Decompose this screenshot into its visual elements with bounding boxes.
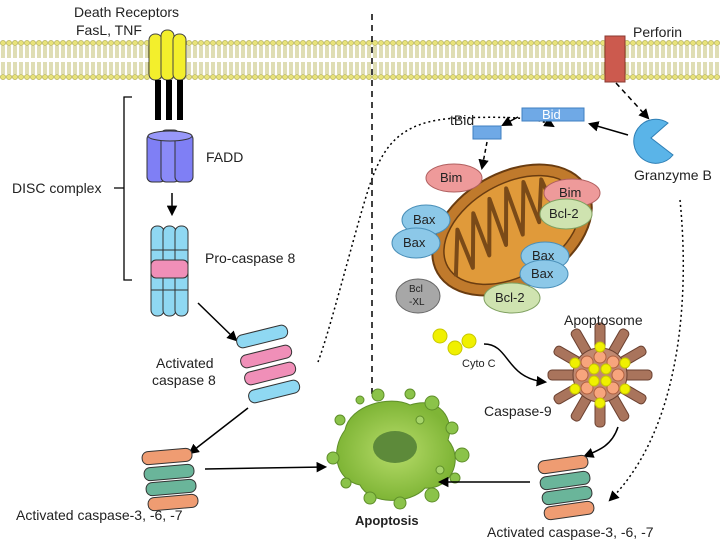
label-disc-complex: DISC complex (12, 180, 102, 196)
effector-caspases-right (537, 454, 595, 521)
fadd-protein (146, 129, 194, 183)
granzyme-b-protein (633, 118, 674, 164)
cytoc-to-apoptosome-arrow (483, 343, 548, 387)
caspase8-to-effector-arrow (188, 407, 249, 455)
perforin-to-granzyme-arrow (615, 82, 650, 120)
label-apoptosis: Apoptosis (355, 513, 419, 528)
label-bax-4: Bax (531, 266, 554, 281)
bid-to-tbid-arrow (501, 116, 519, 126)
label-caspase-9: Caspase-9 (484, 403, 552, 419)
granzyme-to-bid-arrow (587, 121, 629, 136)
perforin-protein (604, 35, 626, 83)
label-bclxl-line1: Bcl (409, 284, 423, 295)
label-bid: Bid (542, 107, 561, 122)
pro-caspase-8 (150, 225, 189, 317)
apoptosome (547, 322, 653, 428)
apoptotic-cell (326, 388, 470, 510)
caspase8-to-bid-dotted (317, 116, 555, 363)
label-activated-caspase-367-left: Activated caspase-3, -6, -7 (16, 507, 183, 523)
label-pro-caspase-8: Pro-caspase 8 (205, 250, 296, 266)
cytochrome-c (432, 328, 477, 356)
label-perforin: Perforin (633, 24, 683, 40)
label-bax-1: Bax (413, 212, 436, 227)
label-granzyme-b: Granzyme B (634, 167, 712, 183)
bcl2-upper (539, 198, 593, 230)
bcl2-lower (483, 282, 541, 314)
cell-membrane (0, 40, 720, 80)
label-bax-2: Bax (403, 235, 426, 250)
procaspase-to-active-arrow (197, 302, 238, 342)
apoptosome-to-effector-arrow (583, 426, 619, 458)
label-fasl-tnf: FasL, TNF (76, 22, 142, 38)
disc-bracket (114, 96, 132, 281)
bid-protein (521, 107, 585, 122)
label-bclxl-line2: -XL (409, 297, 425, 308)
label-activated-caspase-8-line1: Activated (156, 355, 214, 371)
label-apoptosome: Apoptosome (564, 312, 643, 328)
bclxl-protein (395, 278, 441, 314)
label-tbid: tBid (450, 112, 475, 128)
left-effector-to-apoptosis-arrow (204, 461, 328, 473)
label-death-receptors: Death Receptors (74, 4, 180, 20)
death-receptor (148, 29, 187, 120)
label-cyto-c: Cyto C (462, 358, 496, 370)
label-fadd: FADD (206, 149, 244, 165)
activated-caspase-8 (236, 324, 301, 404)
tbid-protein (472, 125, 502, 140)
label-bim-left: Bim (440, 170, 463, 185)
bax-2 (391, 227, 441, 259)
label-bcl2-upper: Bcl-2 (549, 206, 579, 221)
label-bcl2-lower: Bcl-2 (495, 290, 525, 305)
label-activated-caspase-8-line2: caspase 8 (152, 372, 216, 388)
tbid-to-mito-arrow (478, 141, 489, 171)
label-bax-3: Bax (532, 248, 555, 263)
label-bim-right: Bim (559, 185, 582, 200)
bim-left (425, 163, 483, 193)
label-activated-caspase-367-right: Activated caspase-3, -6, -7 (487, 524, 654, 540)
effector-caspases-left (141, 447, 199, 512)
granzyme-to-effector-dotted (608, 199, 685, 502)
bax-4 (519, 259, 569, 289)
